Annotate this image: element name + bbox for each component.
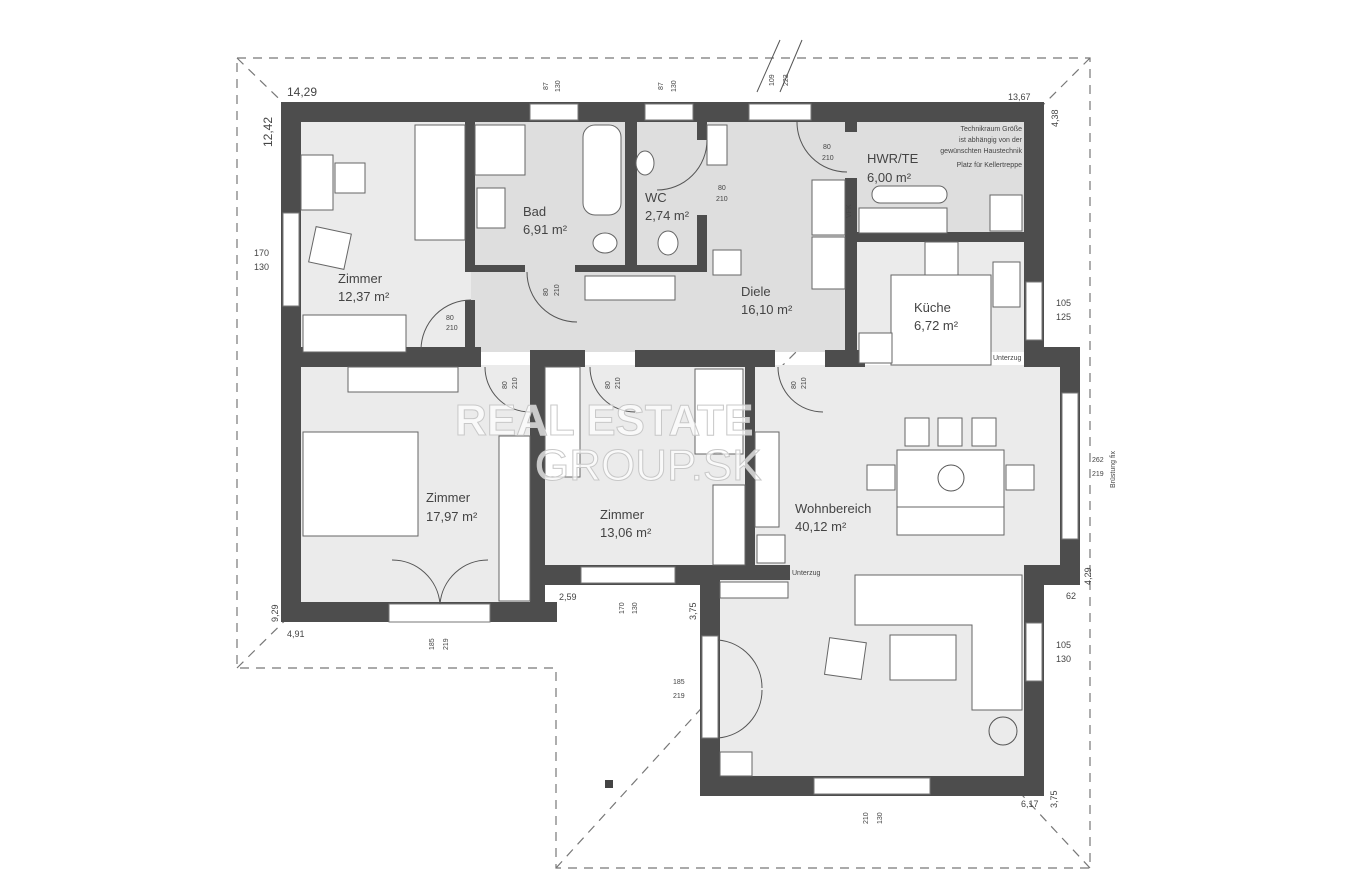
room-area: 40,12 m²: [795, 519, 847, 534]
dim-label: 130: [254, 262, 269, 272]
dim-label: 3,75: [1049, 790, 1059, 808]
watermark-line2: GROUP.SK: [535, 441, 762, 490]
dim-label: 130: [877, 812, 884, 824]
dim-label: 170: [619, 602, 626, 614]
dim-label: 4,38: [1050, 109, 1060, 127]
dim-label: 130: [555, 80, 562, 92]
dim-label: 9,29: [270, 604, 280, 622]
watermark-line1: REAL ESTATE: [455, 396, 753, 445]
technik-note: Technikraum Größe: [961, 126, 1023, 133]
room-name: HWR/TE: [867, 151, 919, 166]
dim-label: 109: [769, 74, 776, 86]
unterzug-label: Unterzug: [792, 570, 821, 577]
dim-label: 80: [791, 381, 798, 389]
room-name: Zimmer: [338, 271, 383, 286]
dim-label: 219: [443, 638, 450, 650]
room-name: Zimmer: [600, 507, 645, 522]
dim-label: 4,91: [287, 629, 305, 639]
dim-label: 80: [605, 381, 612, 389]
dim-label: 130: [671, 80, 678, 92]
technik-note: ist abhängig von der: [959, 137, 1023, 144]
dim-label: 6,17: [1021, 799, 1039, 809]
dim-label: 130: [1056, 654, 1071, 664]
room-area: 6,91 m²: [523, 222, 568, 237]
dim-label: 210: [863, 812, 870, 824]
dim-label: 105: [1056, 298, 1071, 308]
bruestung-label: Brüstung fix: [1110, 451, 1117, 488]
roof-dimensions: 14,29 12,42 13,67 4,38 9,29 4,91 2,59 3,…: [261, 85, 1093, 809]
dim-label: 170: [254, 248, 269, 258]
room-name: WC: [645, 190, 667, 205]
technik-note: Platz für Kellertreppe: [957, 162, 1022, 169]
dim-label: 87: [658, 82, 665, 90]
dim-label: 80: [502, 381, 509, 389]
dim-label: 2,59: [559, 592, 577, 602]
unterzug-label: Unterzug: [993, 355, 1022, 362]
dim-label: 210: [615, 377, 622, 389]
room-area: 16,10 m²: [741, 302, 793, 317]
dim-label: 14,29: [287, 85, 317, 99]
dim-label: 210: [512, 377, 519, 389]
dim-label: 80: [823, 144, 831, 151]
dim-label: 4,29: [1083, 567, 1093, 585]
dim-label: 210: [801, 377, 808, 389]
dim-label: 210: [446, 325, 458, 332]
room-area: 2,74 m²: [645, 208, 690, 223]
dim-label: 219: [1092, 471, 1104, 478]
dim-label: 185: [673, 679, 685, 686]
dim-label: 12,42: [261, 117, 275, 147]
room-name: Wohnbereich: [795, 501, 871, 516]
dim-label: 80: [446, 315, 454, 322]
dim-label: 87: [543, 82, 550, 90]
dim-label: 210: [554, 284, 561, 296]
notes: Technikraum Größe ist abhängig von der g…: [792, 126, 1117, 577]
room-name: Bad: [523, 204, 546, 219]
dim-label: 80: [543, 288, 550, 296]
entry-marker: [756, 39, 781, 93]
door-swings: [391, 121, 848, 739]
dim-label: 219: [673, 693, 685, 700]
dim-label: 62: [1066, 591, 1076, 601]
dim-label: 262: [1092, 457, 1104, 464]
room-name: Küche: [914, 300, 951, 315]
dim-label: 125: [1056, 312, 1071, 322]
room-area: 12,37 m²: [338, 289, 390, 304]
dim-label: 210: [716, 196, 728, 203]
post-marker: [605, 780, 613, 788]
room-name: Zimmer: [426, 490, 471, 505]
dim-label: 80: [718, 185, 726, 192]
window-dimensions: 87 130 87 130 109 223 170 130 105 125 26…: [254, 74, 1104, 824]
dim-label: 130: [632, 602, 639, 614]
windows: [282, 103, 1079, 795]
door-dimensions: 80 210 80 210 80 210 80 210 80 210 80 21…: [446, 144, 834, 389]
room-name: Diele: [741, 284, 771, 299]
watermark: REAL ESTATE GROUP.SK: [455, 396, 763, 491]
dim-label: 223: [783, 74, 790, 86]
room-area: 17,97 m²: [426, 509, 478, 524]
dim-label: 210: [822, 155, 834, 162]
dim-label: 3,75: [688, 602, 698, 620]
furniture: [300, 124, 1035, 777]
room-area: 13,06 m²: [600, 525, 652, 540]
room-area: 6,00 m²: [867, 170, 912, 185]
room-area: 6,72 m²: [914, 318, 959, 333]
vfk-label: VFK: [846, 204, 853, 218]
technik-note: gewünschten Haustechnik: [940, 148, 1022, 155]
room-labels: Zimmer 12,37 m² Bad 6,91 m² WC 2,74 m² D…: [338, 151, 959, 540]
dim-label: 13,67: [1008, 92, 1031, 102]
dim-label: 185: [429, 638, 436, 650]
entry-marker-right: [779, 39, 803, 93]
dim-label: 105: [1056, 640, 1071, 650]
